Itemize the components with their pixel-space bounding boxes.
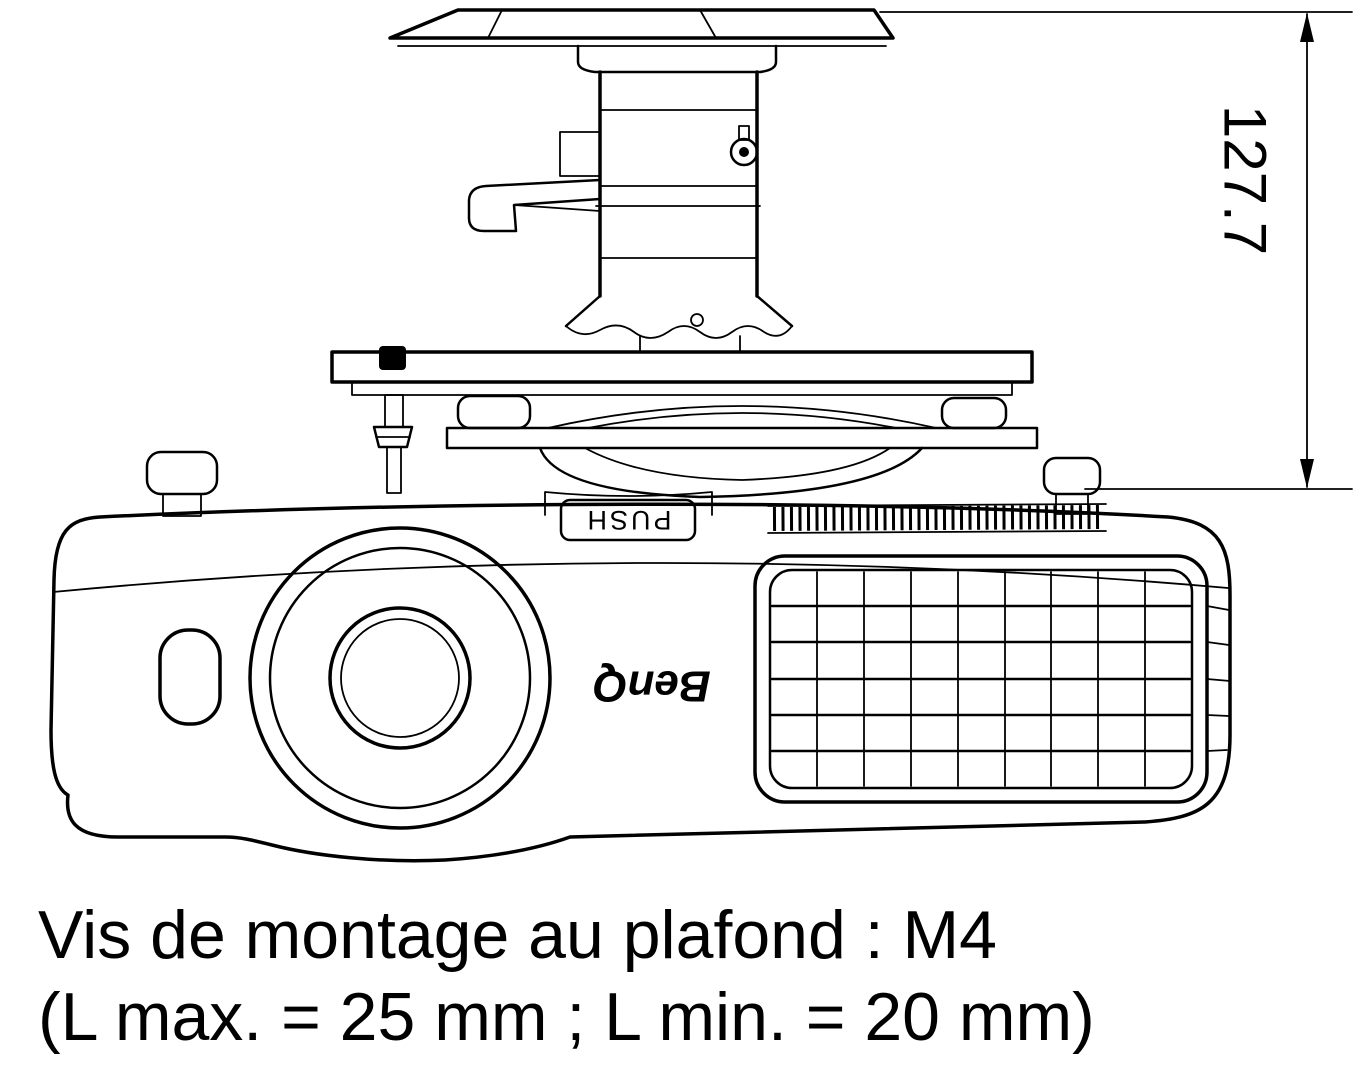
dimension-arrow-up <box>1300 13 1314 42</box>
caption-line-1: Vis de montage au plafond : M4 <box>38 897 997 973</box>
grille-extensions <box>1206 605 1231 752</box>
dimension-127-7: 127.7 <box>879 11 1353 490</box>
ceiling-plate <box>388 8 895 47</box>
lens <box>248 526 552 830</box>
mounting-plate <box>330 350 1034 396</box>
caption-line-2: (L max. = 25 mm ; L min. = 20 mm) <box>38 979 1095 1055</box>
push-label: PUSH <box>584 505 671 535</box>
brand-logo: BenQ <box>593 662 710 711</box>
mount-dish <box>538 446 924 499</box>
swivel-bar <box>445 426 1039 450</box>
locking-screw <box>729 125 759 167</box>
projector-body: PUSH BenQ <box>49 450 1232 863</box>
top-vent-comb <box>767 503 1107 534</box>
adjustment-lever <box>467 178 602 233</box>
grille-slats <box>770 604 1192 753</box>
latch-left <box>456 394 532 430</box>
ball-joint <box>564 294 794 353</box>
swivel-dome <box>547 405 937 429</box>
side-vent-grille <box>753 554 1231 804</box>
ir-window <box>158 628 222 726</box>
grille-ribs <box>816 571 1146 787</box>
swivel-mechanism <box>445 394 1039 516</box>
push-release-plate: PUSH <box>559 498 697 542</box>
latch-right <box>940 396 1008 430</box>
focus-knob <box>145 450 219 517</box>
dimension-label: 127.7 <box>1212 105 1279 255</box>
mounting-bolt <box>372 346 414 494</box>
caption: Vis de montage au plafond : M4 (L max. =… <box>38 897 1095 1055</box>
dimension-arrow-down <box>1300 459 1314 488</box>
mount-column <box>559 44 778 298</box>
mount-boss <box>544 491 713 516</box>
body-seam <box>52 562 1229 593</box>
